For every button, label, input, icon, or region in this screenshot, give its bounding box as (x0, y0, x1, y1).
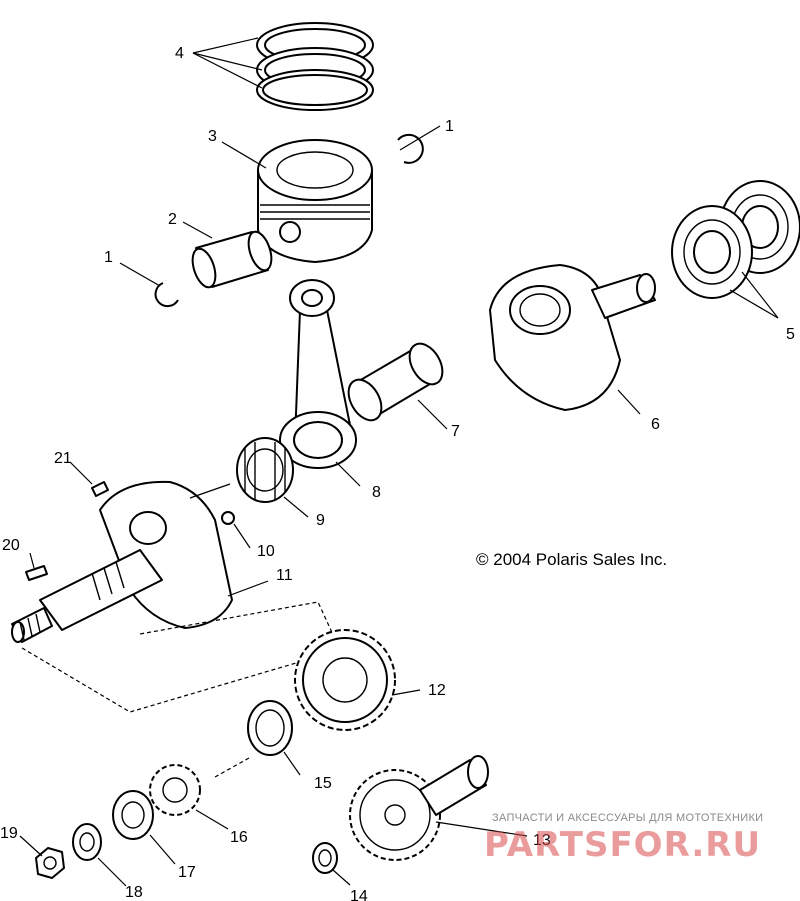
piston (257, 139, 373, 263)
watermark-tagline: ЗАПЧАСТИ И АКСЕССУАРЫ ДЛЯ МОТОТЕХНИКИ (492, 812, 763, 824)
connecting-rod (279, 279, 357, 469)
leader-lines (19, 37, 779, 887)
callout-18: 18 (125, 884, 143, 901)
lock-nut (112, 790, 154, 840)
key-20 (25, 565, 48, 581)
callout-16: 16 (230, 829, 248, 846)
copyright-notice: © 2004 Polaris Sales Inc. (476, 550, 667, 569)
piston-pin (191, 230, 273, 289)
shim-14 (312, 842, 338, 874)
callout-14: 14 (350, 888, 368, 901)
crank-bearings (671, 180, 800, 299)
needle-bearing (236, 437, 294, 503)
callout-3: 3 (208, 128, 217, 145)
callout-17: 17 (178, 864, 196, 881)
crankshaft (11, 480, 233, 643)
callout-15: 15 (314, 775, 332, 792)
callout-5: 5 (786, 326, 795, 343)
callout-7: 7 (451, 423, 460, 440)
callout-10: 10 (257, 543, 275, 560)
circlip-lower (154, 282, 179, 308)
callout-13: 13 (533, 832, 551, 849)
nut (35, 847, 65, 879)
circlip-upper (397, 133, 424, 164)
callout-21: 21 (54, 450, 72, 467)
callout-1-lower: 1 (104, 249, 113, 266)
callout-labels: 1 1 2 3 4 5 6 7 8 9 10 11 12 13 14 15 16… (0, 45, 795, 901)
callout-19: 19 (0, 825, 18, 842)
crankshaft-half (489, 264, 656, 411)
key-21 (91, 481, 109, 497)
callout-1-upper: 1 (445, 118, 454, 135)
callout-8: 8 (372, 484, 381, 501)
callout-2: 2 (168, 211, 177, 228)
callout-6: 6 (651, 416, 660, 433)
callout-4: 4 (175, 45, 184, 62)
callout-11: 11 (276, 567, 293, 584)
ball (221, 511, 235, 525)
piston-rings (256, 22, 374, 111)
coupler (149, 764, 201, 816)
balance-shaft (349, 755, 489, 861)
watermark-brand: PARTSFOR.RU (484, 825, 761, 865)
shaft-guide-line (189, 483, 231, 499)
gear-drive (294, 629, 396, 731)
callout-12: 12 (428, 682, 446, 699)
washer-18 (72, 823, 102, 861)
watermark: ЗАПЧАСТИ И АКСЕССУАРЫ ДЛЯ МОТОТЕХНИКИ PA… (484, 812, 763, 865)
callout-9: 9 (316, 512, 325, 529)
washer-15 (247, 700, 293, 756)
callout-20: 20 (2, 537, 20, 554)
crank-pin (347, 342, 444, 422)
